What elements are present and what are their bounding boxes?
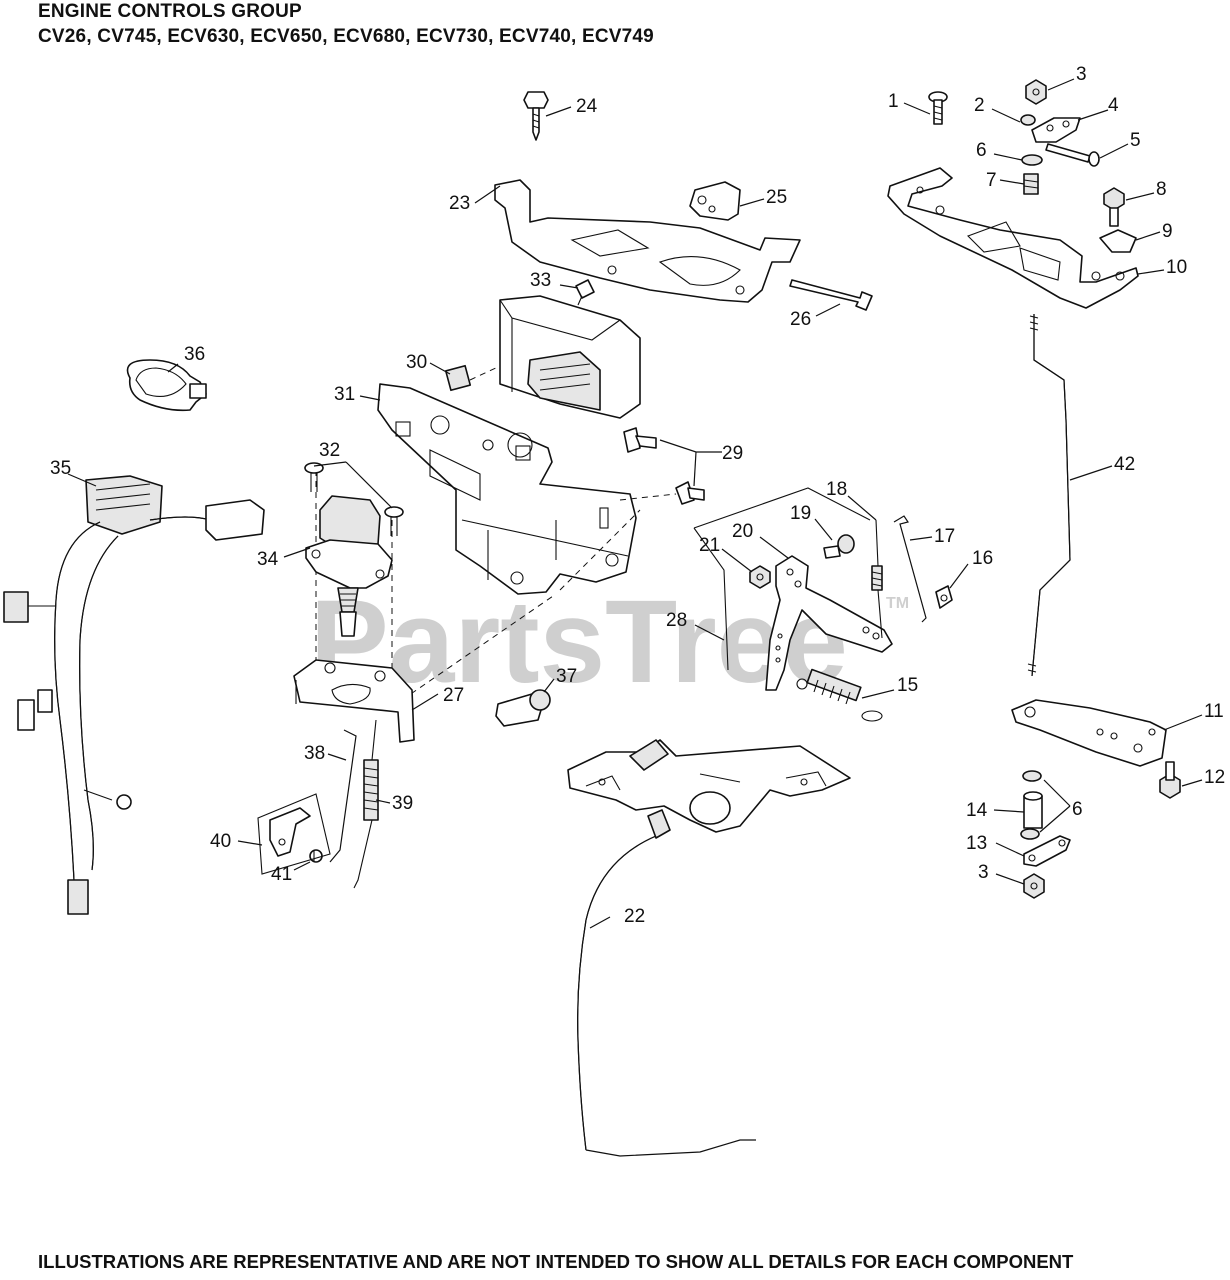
callout-23: 23 xyxy=(449,193,470,214)
callout-12: 12 xyxy=(1204,767,1225,788)
callout-5: 5 xyxy=(1130,130,1141,151)
callout-38: 38 xyxy=(304,743,325,764)
part-38-rod xyxy=(329,729,357,863)
part-25-clip xyxy=(689,181,741,221)
callout-36: 36 xyxy=(184,344,205,365)
alignment-lines xyxy=(315,365,677,701)
control-module xyxy=(499,295,641,419)
callout-25: 25 xyxy=(766,187,787,208)
callout-34: 34 xyxy=(257,549,279,570)
part-21-nut xyxy=(749,565,771,589)
part-13-link xyxy=(1023,835,1071,867)
callout-6-bottom: 6 xyxy=(1072,799,1083,820)
part-22-cable xyxy=(577,809,756,1157)
callout-28: 28 xyxy=(666,610,687,631)
part-1-screw xyxy=(928,91,948,125)
callout-41: 41 xyxy=(271,864,292,885)
part-3-nut-bottom xyxy=(1023,873,1045,899)
callout-2: 2 xyxy=(974,95,985,116)
callout-8: 8 xyxy=(1156,179,1167,200)
part-23-upper-bracket xyxy=(494,179,801,303)
callout-20: 20 xyxy=(732,521,753,542)
part-27-lower-bracket xyxy=(293,659,415,743)
callout-19: 19 xyxy=(790,503,811,524)
callout-6-top: 6 xyxy=(976,140,987,161)
part-18-spring xyxy=(871,519,883,639)
callout-1: 1 xyxy=(888,91,899,112)
part-3-nut-top xyxy=(1025,79,1047,105)
callout-21: 21 xyxy=(699,535,720,556)
part-36-cable-tie xyxy=(126,359,207,412)
part-28-lever-group xyxy=(693,487,871,671)
callout-4: 4 xyxy=(1108,95,1119,116)
callout-16: 16 xyxy=(972,548,993,569)
part-26-pin xyxy=(789,279,873,311)
callout-15: 15 xyxy=(897,675,918,696)
part-5-bolt xyxy=(1045,143,1100,167)
part-30-grommet xyxy=(444,364,472,392)
part-16-clip xyxy=(935,585,953,609)
part-40-bracket xyxy=(269,807,311,857)
leader-lines xyxy=(67,78,1203,929)
callout-39: 39 xyxy=(392,793,413,814)
callout-32: 32 xyxy=(319,440,340,461)
part-33-bolt xyxy=(575,279,595,306)
part-14-spacer xyxy=(1023,791,1043,829)
callout-3-top: 3 xyxy=(1076,64,1087,85)
callout-42: 42 xyxy=(1114,454,1135,475)
part-7-spring xyxy=(1023,173,1039,195)
part-15-spring xyxy=(796,668,883,722)
part-19-bolt xyxy=(823,534,855,559)
part-6-washer-top xyxy=(1021,154,1043,166)
callout-27: 27 xyxy=(443,685,464,706)
callout-40: 40 xyxy=(210,831,231,852)
model-list: CV26, CV745, ECV630, ECV650, ECV680, ECV… xyxy=(38,26,654,47)
part-4-bracket xyxy=(1031,117,1081,143)
footer-disclaimer: ILLUSTRATIONS ARE REPRESENTATIVE AND ARE… xyxy=(38,1251,1074,1272)
callout-11: 11 xyxy=(1204,701,1224,722)
callout-31: 31 xyxy=(334,384,355,405)
part-12-screw xyxy=(1159,761,1181,799)
callout-labels: 1 2 3 4 5 6 7 8 9 10 11 12 13 14 6 3 15 … xyxy=(50,64,1225,927)
part-39-spring xyxy=(353,719,379,889)
watermark-tm: TM xyxy=(886,595,909,612)
callout-24: 24 xyxy=(576,96,598,117)
part-22-throttle-control xyxy=(567,739,851,833)
callout-10: 10 xyxy=(1166,257,1187,278)
part-17-rod xyxy=(893,515,927,623)
part-6-washer-bottom xyxy=(1022,770,1042,782)
part-8-screw xyxy=(1103,187,1125,227)
callout-33: 33 xyxy=(530,270,551,291)
callout-9: 9 xyxy=(1162,221,1173,242)
parts-diagram: PartsTree TM xyxy=(3,64,1225,1157)
callout-35: 35 xyxy=(50,458,71,479)
callout-3-bottom: 3 xyxy=(978,862,989,883)
part-31-main-bracket xyxy=(377,383,637,595)
part-42-rod xyxy=(1027,314,1071,677)
part-2-washer xyxy=(1020,114,1036,126)
callout-30: 30 xyxy=(406,352,427,373)
part-34-actuator xyxy=(305,495,393,637)
part-29-screws xyxy=(623,427,705,505)
diagram-title: ENGINE CONTROLS GROUP xyxy=(38,1,302,22)
part-9-clip xyxy=(1099,229,1137,253)
part-24-screw xyxy=(523,91,549,141)
part-20-lever xyxy=(765,555,893,691)
callout-13: 13 xyxy=(966,833,987,854)
part-6-washer-lower xyxy=(1020,828,1040,840)
callout-14: 14 xyxy=(966,800,988,821)
part-37-clamp xyxy=(495,689,551,727)
part-10-plate xyxy=(887,167,1139,309)
bracket-40-box xyxy=(257,793,331,875)
part-41-nut xyxy=(309,849,323,863)
callout-7: 7 xyxy=(986,170,997,191)
part-11-plate xyxy=(1011,699,1167,767)
callout-18: 18 xyxy=(826,479,847,500)
callout-37: 37 xyxy=(556,666,577,687)
callout-26: 26 xyxy=(790,309,811,330)
callout-22: 22 xyxy=(624,906,645,927)
part-35-wiring-harness xyxy=(3,475,265,915)
callout-17: 17 xyxy=(934,526,955,547)
callout-29: 29 xyxy=(722,443,743,464)
